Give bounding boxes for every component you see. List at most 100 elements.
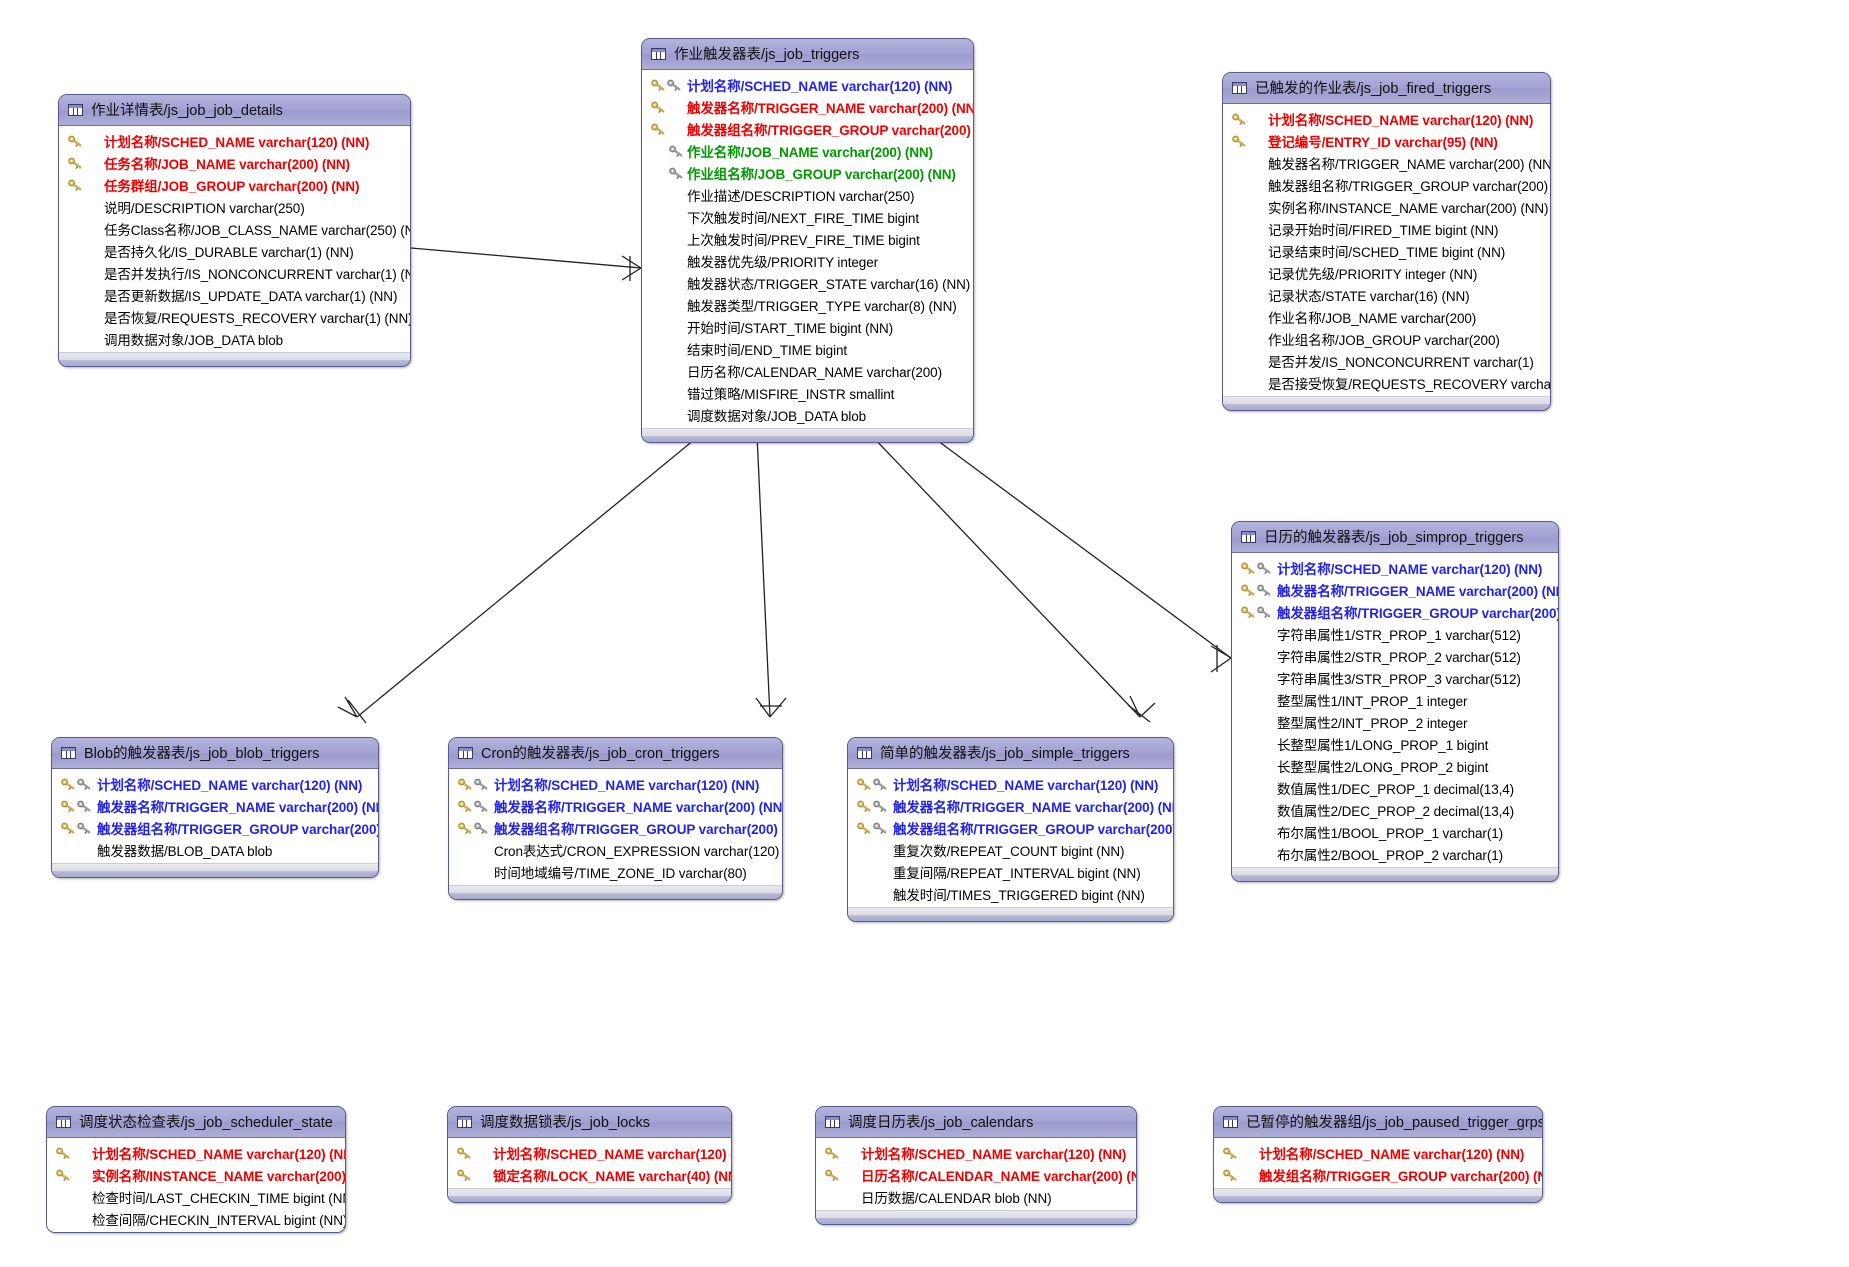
field-row[interactable]: 计划名称/SCHED_NAME varchar(120) (NN) — [448, 1142, 731, 1164]
field-row[interactable]: 检查时间/LAST_CHECKIN_TIME bigint (NN) — [47, 1186, 345, 1208]
field-row[interactable]: 计划名称/SCHED_NAME varchar(120) (NN) — [52, 773, 378, 795]
entity-header-job_details[interactable]: 作业详情表/js_job_job_details — [59, 95, 410, 126]
field-row[interactable]: 字符串属性2/STR_PROP_2 varchar(512) — [1232, 645, 1558, 667]
field-row[interactable]: 是否并发/IS_NONCONCURRENT varchar(1) — [1223, 350, 1550, 372]
field-row[interactable]: 登记编号/ENTRY_ID varchar(95) (NN) — [1223, 130, 1550, 152]
field-row[interactable]: 触发器组名称/TRIGGER_GROUP varchar(200) (NN) — [642, 118, 973, 140]
field-row[interactable]: 整型属性1/INT_PROP_1 integer — [1232, 689, 1558, 711]
field-row[interactable]: 长整型属性2/LONG_PROP_2 bigint — [1232, 755, 1558, 777]
field-row[interactable]: 实例名称/INSTANCE_NAME varchar(200) (NN) — [1223, 196, 1550, 218]
entity-header-simprop_triggers[interactable]: 日历的触发器表/js_job_simprop_triggers — [1232, 522, 1558, 553]
field-row[interactable]: 作业组名称/JOB_GROUP varchar(200) — [1223, 328, 1550, 350]
field-row[interactable]: 触发器组名称/TRIGGER_GROUP varchar(200) (NN) — [1223, 174, 1550, 196]
field-row[interactable]: 触发器名称/TRIGGER_NAME varchar(200) (NN) — [642, 96, 973, 118]
field-row[interactable]: 字符串属性3/STR_PROP_3 varchar(512) — [1232, 667, 1558, 689]
field-row[interactable]: 触发器组名称/TRIGGER_GROUP varchar(200) (NN) — [52, 817, 378, 839]
entity-simple_triggers[interactable]: 简单的触发器表/js_job_simple_triggers 计划名称/SCHED… — [847, 737, 1174, 922]
field-row[interactable]: 是否恢复/REQUESTS_RECOVERY varchar(1) (NN) — [59, 306, 410, 328]
field-row[interactable]: 计划名称/SCHED_NAME varchar(120) (NN) — [1214, 1142, 1542, 1164]
field-row[interactable]: 数值属性1/DEC_PROP_1 decimal(13,4) — [1232, 777, 1558, 799]
entity-job_details[interactable]: 作业详情表/js_job_job_details 计划名称/SCHED_NAME … — [58, 94, 411, 367]
field-row[interactable]: 日历名称/CALENDAR_NAME varchar(200) — [642, 360, 973, 382]
field-row[interactable]: 任务名称/JOB_NAME varchar(200) (NN) — [59, 152, 410, 174]
field-row[interactable]: 时间地域编号/TIME_ZONE_ID varchar(80) — [449, 861, 782, 883]
field-row[interactable]: 作业组名称/JOB_GROUP varchar(200) (NN) — [642, 162, 973, 184]
field-row[interactable]: 触发器名称/TRIGGER_NAME varchar(200) (NN) — [1223, 152, 1550, 174]
field-row[interactable]: 触发器组名称/TRIGGER_GROUP varchar(200) (NN) — [848, 817, 1173, 839]
field-row[interactable]: 计划名称/SCHED_NAME varchar(120) (NN) — [816, 1142, 1136, 1164]
entity-header-blob_triggers[interactable]: Blob的触发器表/js_job_blob_triggers — [52, 738, 378, 769]
field-row[interactable]: 计划名称/SCHED_NAME varchar(120) (NN) — [449, 773, 782, 795]
entity-header-locks[interactable]: 调度数据锁表/js_job_locks — [448, 1107, 731, 1138]
field-row[interactable]: 任务Class名称/JOB_CLASS_NAME varchar(250) (N… — [59, 218, 410, 240]
field-row[interactable]: 数值属性2/DEC_PROP_2 decimal(13,4) — [1232, 799, 1558, 821]
field-row[interactable]: 触发器组名称/TRIGGER_GROUP varchar(200) (NN) — [449, 817, 782, 839]
field-row[interactable]: 是否更新数据/IS_UPDATE_DATA varchar(1) (NN) — [59, 284, 410, 306]
entity-blob_triggers[interactable]: Blob的触发器表/js_job_blob_triggers 计划名称/SCHED… — [51, 737, 379, 878]
field-row[interactable]: 触发器名称/TRIGGER_NAME varchar(200) (NN) — [449, 795, 782, 817]
field-row[interactable]: 计划名称/SCHED_NAME varchar(120) (NN) — [1232, 557, 1558, 579]
entity-header-calendars[interactable]: 调度日历表/js_job_calendars — [816, 1107, 1136, 1138]
entity-scheduler_state[interactable]: 调度状态检查表/js_job_scheduler_state 计划名称/SCHED… — [46, 1106, 346, 1233]
field-row[interactable]: 检查间隔/CHECKIN_INTERVAL bigint (NN) — [47, 1208, 345, 1230]
entity-header-fired_triggers[interactable]: 已触发的作业表/js_job_fired_triggers — [1223, 73, 1550, 104]
field-row[interactable]: 触发器优先级/PRIORITY integer — [642, 250, 973, 272]
entity-header-job_triggers[interactable]: 作业触发器表/js_job_triggers — [642, 39, 973, 70]
field-row[interactable]: 计划名称/SCHED_NAME varchar(120) (NN) — [642, 74, 973, 96]
field-row[interactable]: 结束时间/END_TIME bigint — [642, 338, 973, 360]
field-row[interactable]: 作业描述/DESCRIPTION varchar(250) — [642, 184, 973, 206]
entity-simprop_triggers[interactable]: 日历的触发器表/js_job_simprop_triggers 计划名称/SCHE… — [1231, 521, 1559, 882]
field-row[interactable]: 开始时间/START_TIME bigint (NN) — [642, 316, 973, 338]
field-row[interactable]: 触发时间/TIMES_TRIGGERED bigint (NN) — [848, 883, 1173, 905]
field-row[interactable]: 重复次数/REPEAT_COUNT bigint (NN) — [848, 839, 1173, 861]
entity-paused_trigger_grps[interactable]: 已暂停的触发器组/js_job_paused_trigger_grps 计划名称/… — [1213, 1106, 1543, 1203]
field-row[interactable]: 调度数据对象/JOB_DATA blob — [642, 404, 973, 426]
field-row[interactable]: 整型属性2/INT_PROP_2 integer — [1232, 711, 1558, 733]
field-row[interactable]: 作业名称/JOB_NAME varchar(200) (NN) — [642, 140, 973, 162]
entity-header-cron_triggers[interactable]: Cron的触发器表/js_job_cron_triggers — [449, 738, 782, 769]
entity-locks[interactable]: 调度数据锁表/js_job_locks 计划名称/SCHED_NAME varch… — [447, 1106, 732, 1203]
field-row[interactable]: 记录优先级/PRIORITY integer (NN) — [1223, 262, 1550, 284]
field-row[interactable]: 说明/DESCRIPTION varchar(250) — [59, 196, 410, 218]
entity-header-simple_triggers[interactable]: 简单的触发器表/js_job_simple_triggers — [848, 738, 1173, 769]
field-row[interactable]: 记录结束时间/SCHED_TIME bigint (NN) — [1223, 240, 1550, 262]
field-row[interactable]: 计划名称/SCHED_NAME varchar(120) (NN) — [47, 1142, 345, 1164]
field-row[interactable]: 下次触发时间/NEXT_FIRE_TIME bigint — [642, 206, 973, 228]
field-row[interactable]: Cron表达式/CRON_EXPRESSION varchar(120) (NN… — [449, 839, 782, 861]
field-row[interactable]: 是否接受恢复/REQUESTS_RECOVERY varchar(1) — [1223, 372, 1550, 394]
entity-job_triggers[interactable]: 作业触发器表/js_job_triggers 计划名称/SCHED_NAME va… — [641, 38, 974, 443]
field-row[interactable]: 计划名称/SCHED_NAME varchar(120) (NN) — [848, 773, 1173, 795]
field-row[interactable]: 调用数据对象/JOB_DATA blob — [59, 328, 410, 350]
field-row[interactable]: 日历数据/CALENDAR blob (NN) — [816, 1186, 1136, 1208]
entity-header-scheduler_state[interactable]: 调度状态检查表/js_job_scheduler_state — [47, 1107, 345, 1138]
field-row[interactable]: 触发组名称/TRIGGER_GROUP varchar(200) (NN) — [1214, 1164, 1542, 1186]
entity-header-paused_trigger_grps[interactable]: 已暂停的触发器组/js_job_paused_trigger_grps — [1214, 1107, 1542, 1138]
field-row[interactable]: 是否持久化/IS_DURABLE varchar(1) (NN) — [59, 240, 410, 262]
field-row[interactable]: 字符串属性1/STR_PROP_1 varchar(512) — [1232, 623, 1558, 645]
field-row[interactable]: 触发器组名称/TRIGGER_GROUP varchar(200) (NN) — [1232, 601, 1558, 623]
field-row[interactable]: 触发器名称/TRIGGER_NAME varchar(200) (NN) — [52, 795, 378, 817]
field-row[interactable]: 布尔属性1/BOOL_PROP_1 varchar(1) — [1232, 821, 1558, 843]
entity-cron_triggers[interactable]: Cron的触发器表/js_job_cron_triggers 计划名称/SCHED… — [448, 737, 783, 900]
field-row[interactable]: 触发器状态/TRIGGER_STATE varchar(16) (NN) — [642, 272, 973, 294]
entity-calendars[interactable]: 调度日历表/js_job_calendars 计划名称/SCHED_NAME va… — [815, 1106, 1137, 1225]
field-row[interactable]: 任务群组/JOB_GROUP varchar(200) (NN) — [59, 174, 410, 196]
field-row[interactable]: 锁定名称/LOCK_NAME varchar(40) (NN) — [448, 1164, 731, 1186]
field-row[interactable]: 记录状态/STATE varchar(16) (NN) — [1223, 284, 1550, 306]
field-row[interactable]: 上次触发时间/PREV_FIRE_TIME bigint — [642, 228, 973, 250]
field-row[interactable]: 长整型属性1/LONG_PROP_1 bigint — [1232, 733, 1558, 755]
field-row[interactable]: 计划名称/SCHED_NAME varchar(120) (NN) — [59, 130, 410, 152]
entity-fired_triggers[interactable]: 已触发的作业表/js_job_fired_triggers 计划名称/SCHED_… — [1222, 72, 1551, 411]
field-row[interactable]: 触发器数据/BLOB_DATA blob — [52, 839, 378, 861]
field-row[interactable]: 触发器名称/TRIGGER_NAME varchar(200) (NN) — [848, 795, 1173, 817]
field-row[interactable]: 计划名称/SCHED_NAME varchar(120) (NN) — [1223, 108, 1550, 130]
field-row[interactable]: 作业名称/JOB_NAME varchar(200) — [1223, 306, 1550, 328]
field-row[interactable]: 日历名称/CALENDAR_NAME varchar(200) (NN) — [816, 1164, 1136, 1186]
field-row[interactable]: 触发器类型/TRIGGER_TYPE varchar(8) (NN) — [642, 294, 973, 316]
field-row[interactable]: 实例名称/INSTANCE_NAME varchar(200) (NN) — [47, 1164, 345, 1186]
field-row[interactable]: 记录开始时间/FIRED_TIME bigint (NN) — [1223, 218, 1550, 240]
field-row[interactable]: 是否并发执行/IS_NONCONCURRENT varchar(1) (NN) — [59, 262, 410, 284]
field-row[interactable]: 触发器名称/TRIGGER_NAME varchar(200) (NN) — [1232, 579, 1558, 601]
field-row[interactable]: 错过策略/MISFIRE_INSTR smallint — [642, 382, 973, 404]
field-row[interactable]: 重复间隔/REPEAT_INTERVAL bigint (NN) — [848, 861, 1173, 883]
